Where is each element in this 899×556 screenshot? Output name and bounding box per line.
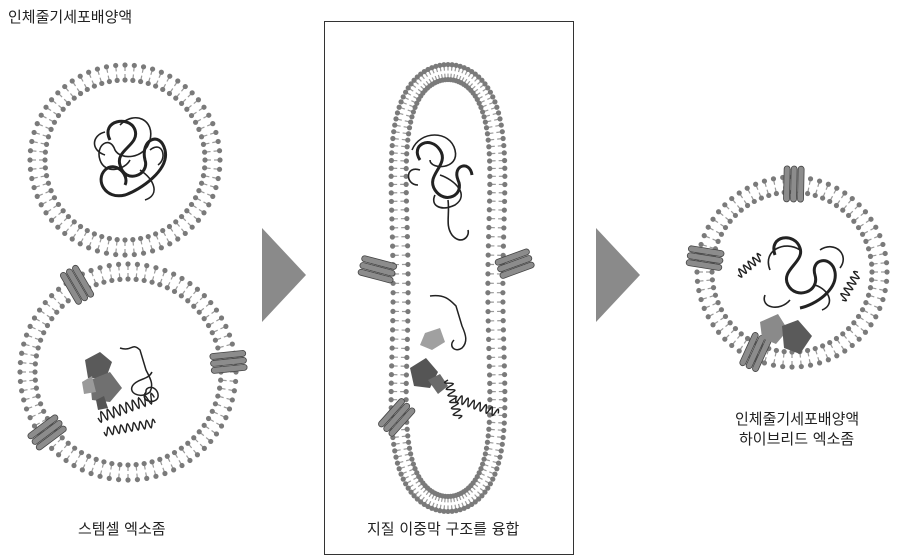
membrane-protein-7	[357, 255, 398, 284]
membrane-protein-4	[783, 165, 805, 203]
membrane-protein-8	[494, 248, 535, 279]
fusion-panel-frame	[324, 21, 574, 555]
membrane-protein-1	[59, 264, 95, 305]
fusing-membrane	[388, 61, 508, 515]
stem-cell-exosome-membrane	[17, 261, 239, 483]
membrane-protein-9	[378, 398, 416, 437]
fusion-label: 지질 이중막 구조를 융합	[367, 520, 520, 538]
culture-medium-vesicle-membrane	[27, 62, 223, 258]
stem-cell-exosome-cargo	[82, 346, 159, 437]
step-arrow-1	[262, 228, 306, 322]
step-arrow-2	[596, 228, 640, 322]
culture-medium-protein-tangle	[93, 116, 167, 201]
fusion-cargo	[407, 134, 500, 420]
membrane-protein-5	[685, 245, 725, 271]
membrane-protein-3	[27, 414, 67, 451]
hybrid-exosome-label-line2: 하이브리드 엑소좀	[739, 430, 855, 448]
membrane-protein-2	[209, 350, 248, 374]
stem-cell-exosome-label: 스템셀 엑소좀	[78, 520, 166, 538]
membrane-protein-6	[739, 332, 772, 372]
hybrid-exosome-membrane	[694, 174, 890, 370]
hybrid-exosome-cargo	[737, 236, 860, 354]
culture-medium-label: 인체줄기세포배양액	[8, 8, 133, 26]
hybrid-exosome-label-line1: 인체줄기세포배양액	[735, 410, 860, 428]
